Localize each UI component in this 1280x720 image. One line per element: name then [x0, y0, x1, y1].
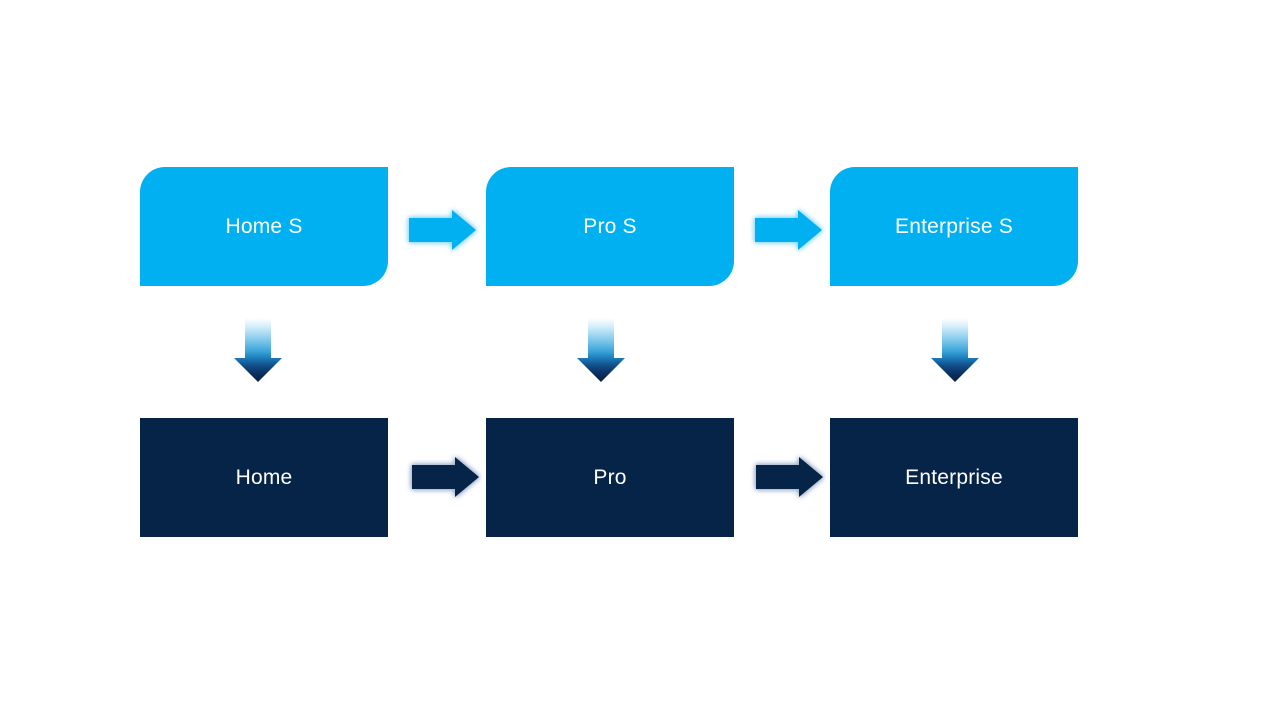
right-arrow-shape: [756, 457, 823, 497]
down-arrow-icon: [931, 318, 979, 382]
right-arrow-icon: [409, 210, 476, 250]
flow-box-label: Pro: [593, 465, 627, 489]
flow-box-label: Enterprise S: [895, 214, 1013, 238]
flow-box-label: Enterprise: [905, 465, 1003, 489]
right-arrow-icon: [412, 457, 479, 497]
down-arrow-icon: [577, 318, 625, 382]
down-arrow-icon: [234, 318, 282, 382]
flow-box-label: Pro S: [583, 214, 637, 238]
right-arrow-icon: [755, 210, 822, 250]
flow-box-home-s: Home S: [140, 167, 388, 286]
right-arrow-shape: [412, 457, 479, 497]
right-arrow-shape: [755, 210, 822, 250]
right-arrow-icon: [756, 457, 823, 497]
flow-box-pro: Pro: [486, 418, 734, 537]
right-arrow-shape: [409, 210, 476, 250]
flow-box-pro-s: Pro S: [486, 167, 734, 286]
flow-box-label: Home S: [225, 214, 303, 238]
flow-box-home: Home: [140, 418, 388, 537]
flow-box-enterprise: Enterprise: [830, 418, 1078, 537]
flow-box-enterprise-s: Enterprise S: [830, 167, 1078, 286]
flow-box-label: Home: [235, 465, 293, 489]
